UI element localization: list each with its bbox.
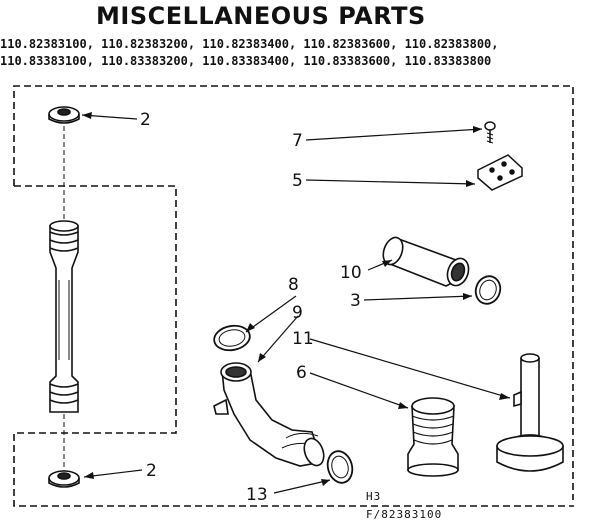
hose-clamp-part [213,324,251,352]
model-numbers-line-2: 110.83383100, 110.83383200, 110.83383400… [0,54,492,68]
clip-bracket-part [477,154,523,191]
washer-bottom [48,470,80,488]
callout-3: 3 [350,291,361,311]
bellows-part [407,397,459,477]
diagram-frame [13,85,574,507]
drawing-code-line-2: F/82383100 [366,508,442,521]
model-number-list: 110.82383100, 110.82383200, 110.82383400… [0,36,608,70]
callout-2-top: 2 [140,110,151,130]
elbow-hose-part [213,362,325,467]
callout-11: 11 [292,329,314,349]
callout-7: 7 [292,131,303,151]
callout-13: 13 [246,485,268,505]
washer-top [48,106,80,124]
vertical-tube-part [49,220,79,413]
callout-2-bottom: 2 [146,461,157,481]
short-hose-part [382,236,470,287]
agitator-post-part [496,353,564,472]
page-title: MISCELLANEOUS PARTS [96,2,426,30]
screw-part [484,121,496,144]
leader-arrowheads [82,112,510,486]
drawing-code-line-1: H3 [366,490,381,503]
callout-10: 10 [340,263,362,283]
callout-6: 6 [296,363,307,383]
elbow-clamp-part [326,450,354,484]
callout-9: 9 [292,303,303,323]
callout-8: 8 [288,275,299,295]
callout-leaders [81,114,511,494]
clamp-ring-part [474,275,502,305]
model-numbers-line-1: 110.82383100, 110.82383200, 110.82383400… [0,37,499,51]
callout-5: 5 [292,171,303,191]
